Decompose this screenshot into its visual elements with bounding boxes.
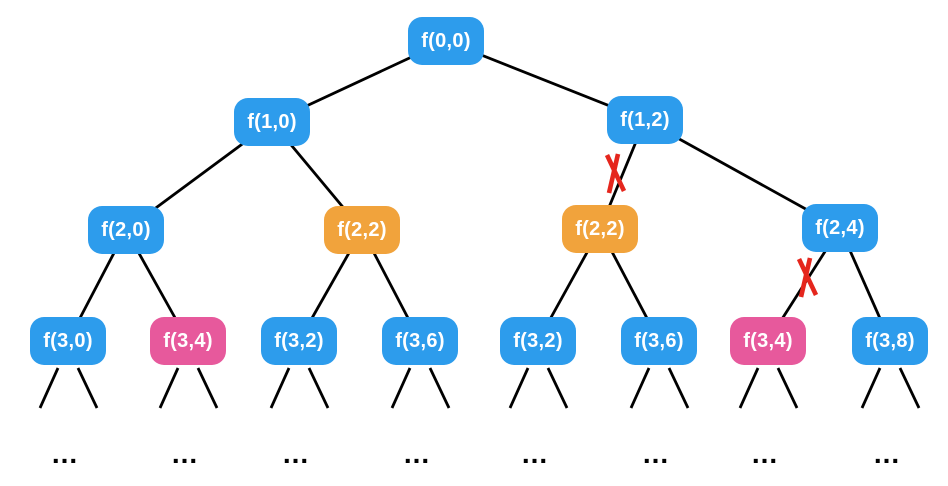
- subtree-stub-edge: [738, 367, 760, 409]
- tree-node: f(1,0): [234, 98, 310, 146]
- tree-node-label: f(1,0): [247, 110, 297, 133]
- tree-node-label: f(3,2): [513, 329, 563, 352]
- tree-node: f(3,4): [730, 317, 806, 365]
- tree-node-label: f(0,0): [421, 29, 471, 52]
- subtree-ellipsis: ...: [51, 438, 79, 469]
- tree-node-label: f(3,8): [865, 329, 915, 352]
- tree-node: f(3,0): [30, 317, 106, 365]
- tree-node: f(3,2): [261, 317, 337, 365]
- subtree-stub-edge: [76, 367, 99, 409]
- tree-node-label: f(3,6): [634, 329, 684, 352]
- subtree-stub-edge: [269, 367, 291, 409]
- subtree-ellipsis: ...: [751, 438, 779, 469]
- tree-node-label: f(3,4): [743, 329, 793, 352]
- tree-node-label: f(1,2): [620, 108, 670, 131]
- subtree-stub-edge: [158, 367, 180, 409]
- tree-node: f(0,0): [408, 17, 484, 65]
- tree-node-label: f(2,4): [815, 216, 865, 239]
- tree-node: f(2,2): [562, 205, 638, 253]
- subtree-stub-edge: [196, 367, 219, 409]
- prune-x-icon: [606, 153, 621, 194]
- prune-x-icon: [798, 257, 813, 298]
- subtree-stub-edge: [898, 367, 921, 409]
- subtree-stub-edge: [629, 367, 651, 409]
- tree-node: f(1,2): [607, 96, 683, 144]
- subtree-stub-edge: [428, 367, 451, 409]
- subtree-stub-edge: [38, 367, 60, 409]
- subtree-stub-edge: [546, 367, 569, 409]
- tree-node: f(2,2): [324, 206, 400, 254]
- subtree-stub-edge: [667, 367, 690, 409]
- tree-node: f(3,8): [852, 317, 928, 365]
- tree-node-label: f(3,4): [163, 329, 213, 352]
- tree-node: f(3,4): [150, 317, 226, 365]
- subtree-ellipsis: ...: [521, 438, 549, 469]
- tree-node-label: f(3,6): [395, 329, 445, 352]
- subtree-ellipsis: ...: [403, 438, 431, 469]
- subtree-stub-edge: [860, 367, 882, 409]
- subtree-stub-edge: [776, 367, 799, 409]
- subtree-ellipsis: ...: [873, 438, 901, 469]
- subtree-stub-edge: [508, 367, 530, 409]
- tree-node-label: f(2,0): [101, 218, 151, 241]
- tree-node: f(3,6): [382, 317, 458, 365]
- tree-node-label: f(3,2): [274, 329, 324, 352]
- tree-node-label: f(2,2): [337, 218, 387, 241]
- tree-node-label: f(3,0): [43, 329, 93, 352]
- tree-node: f(3,6): [621, 317, 697, 365]
- tree-node: f(2,0): [88, 206, 164, 254]
- tree-node: f(2,4): [802, 204, 878, 252]
- subtree-stub-edge: [390, 367, 412, 409]
- subtree-ellipsis: ...: [282, 438, 310, 469]
- tree-node-label: f(2,2): [575, 217, 625, 240]
- subtree-stub-edge: [307, 367, 330, 409]
- tree-node: f(3,2): [500, 317, 576, 365]
- subtree-ellipsis: ...: [171, 438, 199, 469]
- subtree-ellipsis: ...: [642, 438, 670, 469]
